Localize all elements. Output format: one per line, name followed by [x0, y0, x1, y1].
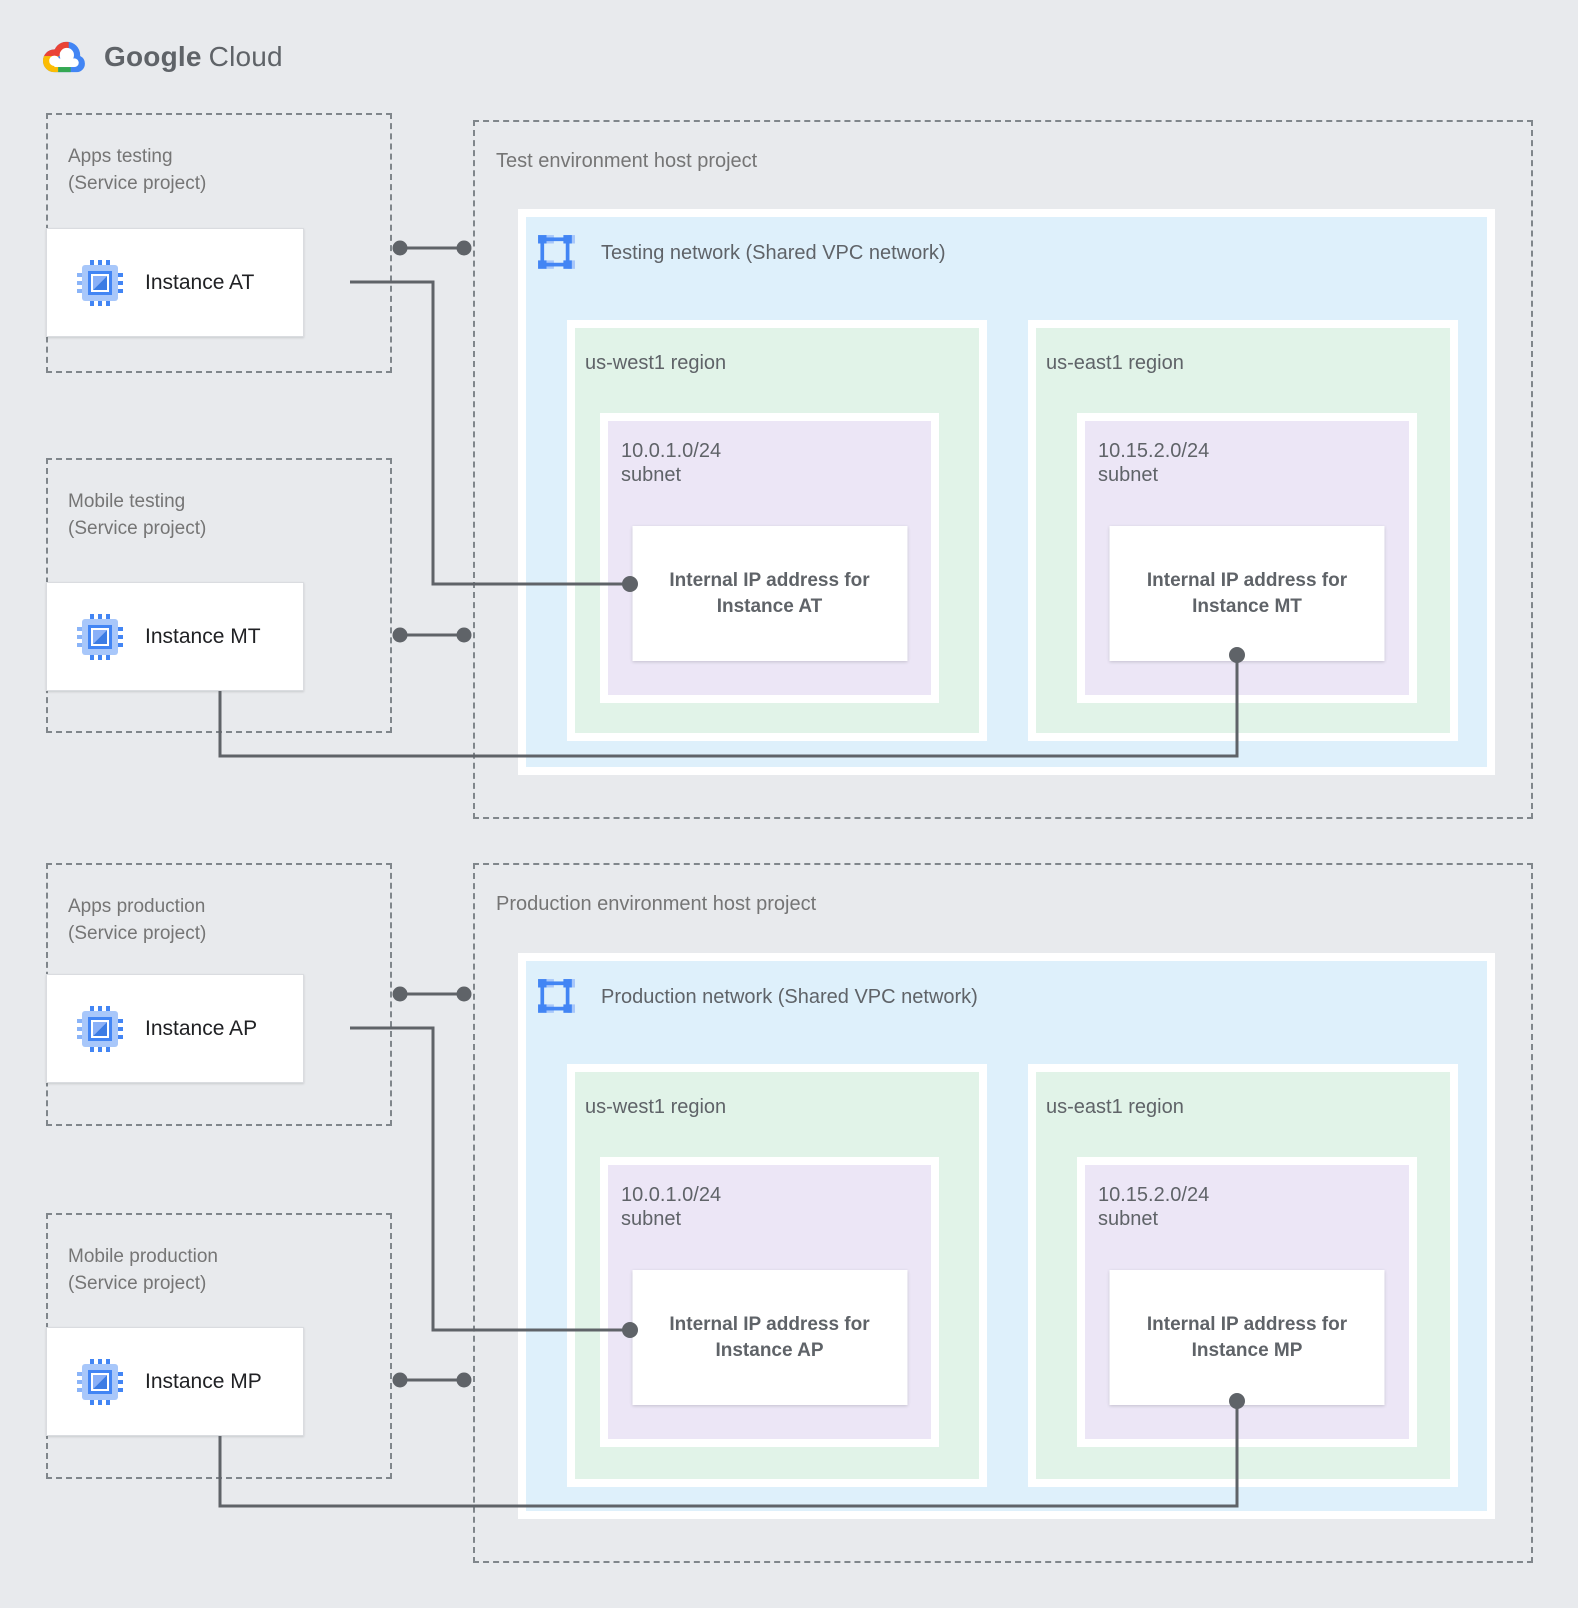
internal-ip-text: Internal IP address for Instance AP: [669, 1312, 869, 1364]
internal-ip-line1: Internal IP address for: [669, 1313, 870, 1335]
compute-instance-icon: [77, 1358, 123, 1405]
peering-dot: [392, 1372, 408, 1388]
subnet-word: subnet: [1098, 1208, 1159, 1230]
region-us-east1: us-east1 region 10.15.2.0/24 subnet Inte…: [1028, 1064, 1458, 1487]
service-project-name: Mobile production: [68, 1246, 218, 1267]
internal-ip-line2: Instance AT: [716, 595, 823, 617]
vpc-network-icon: [538, 979, 575, 1013]
subnet-cidr: 10.15.2.0/24: [1098, 1184, 1210, 1206]
service-project-name: Apps testing: [68, 146, 173, 167]
compute-instance-icon: [77, 613, 123, 660]
internal-ip-line1: Internal IP address for: [1146, 569, 1348, 591]
subnet-cidr: 10.15.2.0/24: [1098, 440, 1210, 462]
peering-dot: [456, 240, 472, 256]
peering-dot: [456, 1372, 472, 1388]
internal-ip-text: Internal IP address for Instance AT: [669, 568, 869, 620]
service-project-subtitle: (Service project): [68, 518, 207, 539]
peering-dot: [392, 240, 408, 256]
shared-vpc-network-production: Production network (Shared VPC network) …: [518, 953, 1495, 1519]
internal-ip-line1: Internal IP address for: [669, 569, 870, 591]
internal-ip-box-instance-at: Internal IP address for Instance AT: [632, 526, 907, 661]
host-project-title: Production environment host project: [496, 893, 817, 915]
service-project-label: Mobile production (Service project): [68, 1243, 218, 1297]
instance-label: Instance MP: [145, 1369, 262, 1393]
service-project-label: Apps testing (Service project): [68, 143, 206, 197]
subnet-us-west1: 10.0.1.0/24 subnet Internal IP address f…: [600, 1157, 939, 1447]
service-project-apps-production: Apps production (Service project): [46, 863, 392, 1126]
peering-dot: [392, 627, 408, 643]
region-us-west1: us-west1 region 10.0.1.0/24 subnet Inter…: [567, 1064, 987, 1487]
subnet-word: subnet: [621, 1208, 682, 1230]
subnet-us-west1: 10.0.1.0/24 subnet Internal IP address f…: [600, 413, 939, 703]
service-project-subtitle: (Service project): [68, 1273, 207, 1294]
host-project-production: Production environment host project Prod…: [473, 863, 1533, 1563]
region-label: us-west1 region: [585, 352, 727, 374]
shared-vpc-network-testing: Testing network (Shared VPC network) us-…: [518, 209, 1495, 775]
internal-ip-line2: Instance MP: [1191, 1339, 1303, 1361]
region-label: us-east1 region: [1046, 352, 1184, 374]
internal-ip-box-instance-ap: Internal IP address for Instance AP: [632, 1270, 907, 1405]
internal-ip-line2: Instance MT: [1192, 595, 1302, 617]
peering-dot: [456, 986, 472, 1002]
service-project-subtitle: (Service project): [68, 923, 207, 944]
internal-ip-line1: Internal IP address for: [1146, 1313, 1348, 1335]
logo-cloud-text: Cloud: [208, 41, 283, 72]
service-project-name: Mobile testing: [68, 491, 186, 512]
vpc-network-icon: [538, 235, 575, 269]
internal-ip-box-instance-mp: Internal IP address for Instance MP: [1109, 1270, 1385, 1405]
region-us-east1: us-east1 region 10.15.2.0/24 subnet Inte…: [1028, 320, 1458, 741]
peering-dot: [392, 986, 408, 1002]
instance-card-ap: Instance AP: [46, 974, 304, 1083]
internal-ip-line2: Instance AP: [715, 1339, 824, 1361]
instance-card-mt: Instance MT: [46, 582, 304, 691]
subnet-label: 10.15.2.0/24 subnet: [1098, 1183, 1209, 1231]
host-project-test: Test environment host project Testing ne…: [473, 120, 1533, 819]
service-project-label: Apps production (Service project): [68, 893, 206, 947]
host-project-title: Test environment host project: [496, 150, 758, 172]
network-label: Production network (Shared VPC network): [601, 985, 978, 1008]
subnet-word: subnet: [1098, 464, 1159, 486]
network-header: Production network (Shared VPC network): [537, 978, 978, 1016]
subnet-word: subnet: [621, 464, 682, 486]
service-project-name: Apps production: [68, 896, 206, 917]
instance-card-mp: Instance MP: [46, 1327, 304, 1436]
service-project-label: Mobile testing (Service project): [68, 488, 206, 542]
network-label: Testing network (Shared VPC network): [601, 241, 946, 264]
network-header: Testing network (Shared VPC network): [537, 234, 946, 272]
compute-instance-icon: [77, 259, 123, 306]
region-label: us-east1 region: [1046, 1096, 1184, 1118]
instance-label: Instance AP: [145, 1016, 258, 1040]
internal-ip-text: Internal IP address for Instance MT: [1147, 568, 1347, 620]
subnet-label: 10.0.1.0/24 subnet: [621, 439, 721, 487]
instance-card-at: Instance AT: [46, 228, 304, 337]
subnet-label: 10.15.2.0/24 subnet: [1098, 439, 1209, 487]
service-project-subtitle: (Service project): [68, 173, 207, 194]
google-cloud-icon: [42, 41, 85, 73]
subnet-us-east1: 10.15.2.0/24 subnet Internal IP address …: [1077, 1157, 1417, 1447]
subnet-us-east1: 10.15.2.0/24 subnet Internal IP address …: [1077, 413, 1417, 703]
internal-ip-box-instance-mt: Internal IP address for Instance MT: [1109, 526, 1385, 661]
region-us-west1: us-west1 region 10.0.1.0/24 subnet Inter…: [567, 320, 987, 741]
instance-label: Instance AT: [145, 270, 255, 294]
instance-label: Instance MT: [145, 624, 261, 648]
subnet-cidr: 10.0.1.0/24: [621, 440, 722, 462]
subnet-label: 10.0.1.0/24 subnet: [621, 1183, 721, 1231]
peering-dot: [456, 627, 472, 643]
region-label: us-west1 region: [585, 1096, 727, 1118]
subnet-cidr: 10.0.1.0/24: [621, 1184, 722, 1206]
internal-ip-text: Internal IP address for Instance MP: [1147, 1312, 1347, 1364]
compute-instance-icon: [77, 1005, 123, 1052]
logo-google-text: Google: [104, 41, 202, 72]
